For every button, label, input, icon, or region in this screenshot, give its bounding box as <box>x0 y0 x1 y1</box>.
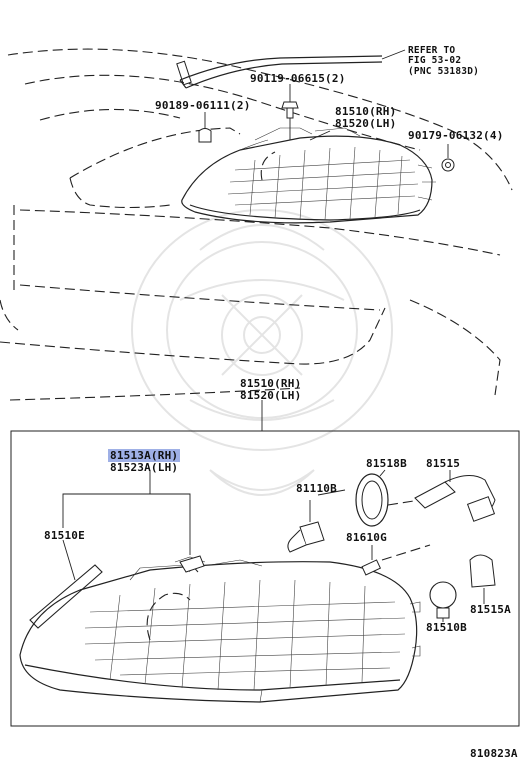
refer-note-line1: REFER TO <box>408 45 456 56</box>
label-clip-90179: 90179-06132(4) <box>408 129 504 142</box>
label-81515a: 81515A <box>470 603 511 616</box>
vehicle-body-outline <box>0 48 513 401</box>
label-bolt-90119: 90119-06615(2) <box>250 72 346 85</box>
label-81110b: 81110B <box>296 482 337 495</box>
exploded-view-frame <box>10 430 520 727</box>
bracket-leaders <box>62 470 191 555</box>
bulb-81515-icon <box>414 470 496 522</box>
label-81513a-highlighted[interactable]: 81513A(RH) <box>108 449 181 462</box>
label-assembly-lh: 81520(LH) <box>240 389 302 402</box>
label-81515: 81515 <box>426 457 461 470</box>
trim-strip <box>176 49 406 89</box>
bulb-81610g-icon <box>361 544 431 576</box>
clip-81513a-shape <box>179 555 205 573</box>
bolt-90119-icon <box>281 84 299 140</box>
refer-note-line3: (PNC 53183D) <box>408 66 480 77</box>
clip-90179-icon <box>441 144 455 172</box>
headlamp-top-view <box>181 127 436 224</box>
label-lamp-lh-top: 81520(LH) <box>335 117 397 130</box>
nut-90189-icon <box>198 112 212 143</box>
bulb-81510b-icon <box>429 581 457 622</box>
label-81610g: 81610G <box>346 531 387 544</box>
highlighted-part-number[interactable]: 81513A(RH) <box>108 449 181 462</box>
label-lamp-rh-top: 81510(RH) <box>335 105 397 118</box>
bulb-81110b-icon <box>287 489 346 553</box>
label-81523a: 81523A(LH) <box>110 461 179 474</box>
label-81510e: 81510E <box>44 529 85 542</box>
socket-81515a-icon <box>469 554 496 604</box>
refer-note-line2: FIG 53-02 <box>408 55 462 66</box>
leader-top-lamp <box>309 130 331 141</box>
label-81510b: 81510B <box>426 621 467 634</box>
label-nut-90189: 90189-06111(2) <box>155 99 251 112</box>
label-81518b: 81518B <box>366 457 407 470</box>
headlamp-exploded-view <box>19 556 421 703</box>
figure-id: 810823A <box>470 747 518 760</box>
label-assembly-rh: 81510(RH) <box>240 377 302 390</box>
seal-81518b-icon <box>355 469 421 527</box>
